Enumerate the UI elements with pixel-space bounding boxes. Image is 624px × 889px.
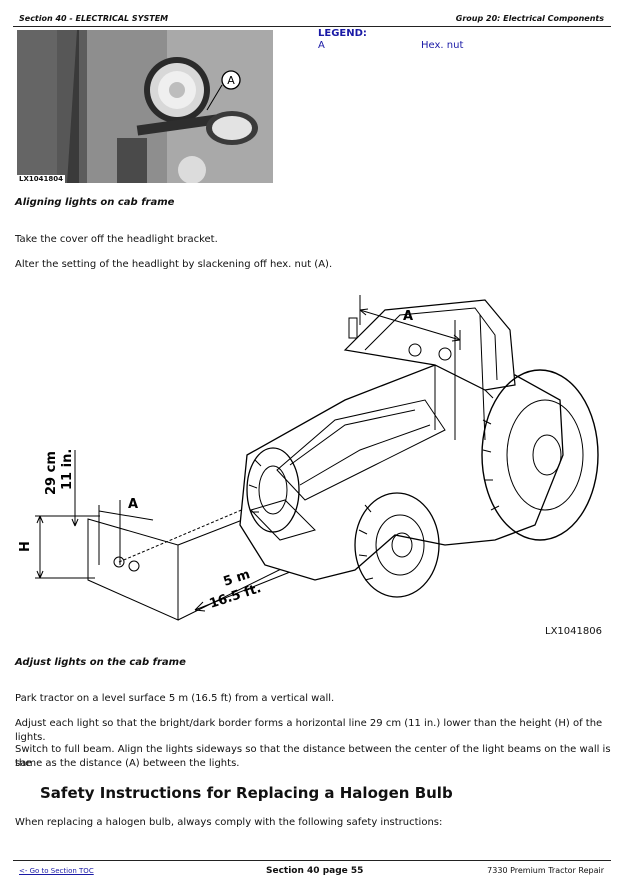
diagram-label-h: H: [18, 541, 33, 552]
paragraph-adjust: Adjust each light so that the bright/dar…: [15, 718, 603, 743]
group-header: Group 20: Electrical Components: [455, 14, 604, 23]
legend-value: Hex. nut: [421, 40, 464, 51]
legend-title: LEGEND:: [318, 28, 367, 39]
caption-adjust: Adjust lights on the cab frame: [15, 657, 186, 668]
headlight-photo: A LX1041804: [17, 30, 273, 183]
section-heading: Safety Instructions for Replacing a Halo…: [40, 784, 453, 802]
manual-title: 7330 Premium Tractor Repair: [487, 866, 604, 875]
diagram-label-a-small: A: [128, 497, 138, 512]
diagram-figure-id: LX1041806: [545, 626, 602, 637]
headlight-aim-diagram: A A H 29 cm 11 in. 5 m 16.5 ft.: [18, 295, 599, 621]
caption-aligning: Aligning lights on cab frame: [15, 197, 175, 208]
diagram-dim-29cm: 29 cm: [44, 451, 59, 495]
photo-callout-a: A: [227, 74, 235, 87]
paragraph-switch-line1: Switch to full beam. Align the lights si…: [15, 744, 611, 769]
diagram-dim-11in: 11 in.: [60, 449, 75, 490]
page-number: Section 40 page 55: [266, 866, 364, 876]
toc-link[interactable]: <- Go to Section TOC: [19, 867, 94, 875]
header-rule: [13, 26, 611, 27]
paragraph-cover: Take the cover off the headlight bracket…: [15, 234, 218, 245]
legend-key: A: [318, 40, 325, 51]
paragraph-alter: Alter the setting of the headlight by sl…: [15, 259, 333, 270]
paragraph-park: Park tractor on a level surface 5 m (16.…: [15, 693, 335, 704]
footer-rule: [13, 860, 611, 861]
photo-figure-id: LX1041804: [17, 175, 65, 183]
diagram-label-a: A: [403, 309, 413, 324]
paragraph-replacing: When replacing a halogen bulb, always co…: [15, 817, 443, 828]
section-header: Section 40 - ELECTRICAL SYSTEM: [19, 14, 169, 23]
paragraph-switch-line2: same as the distance (A) between the lig…: [15, 758, 240, 769]
